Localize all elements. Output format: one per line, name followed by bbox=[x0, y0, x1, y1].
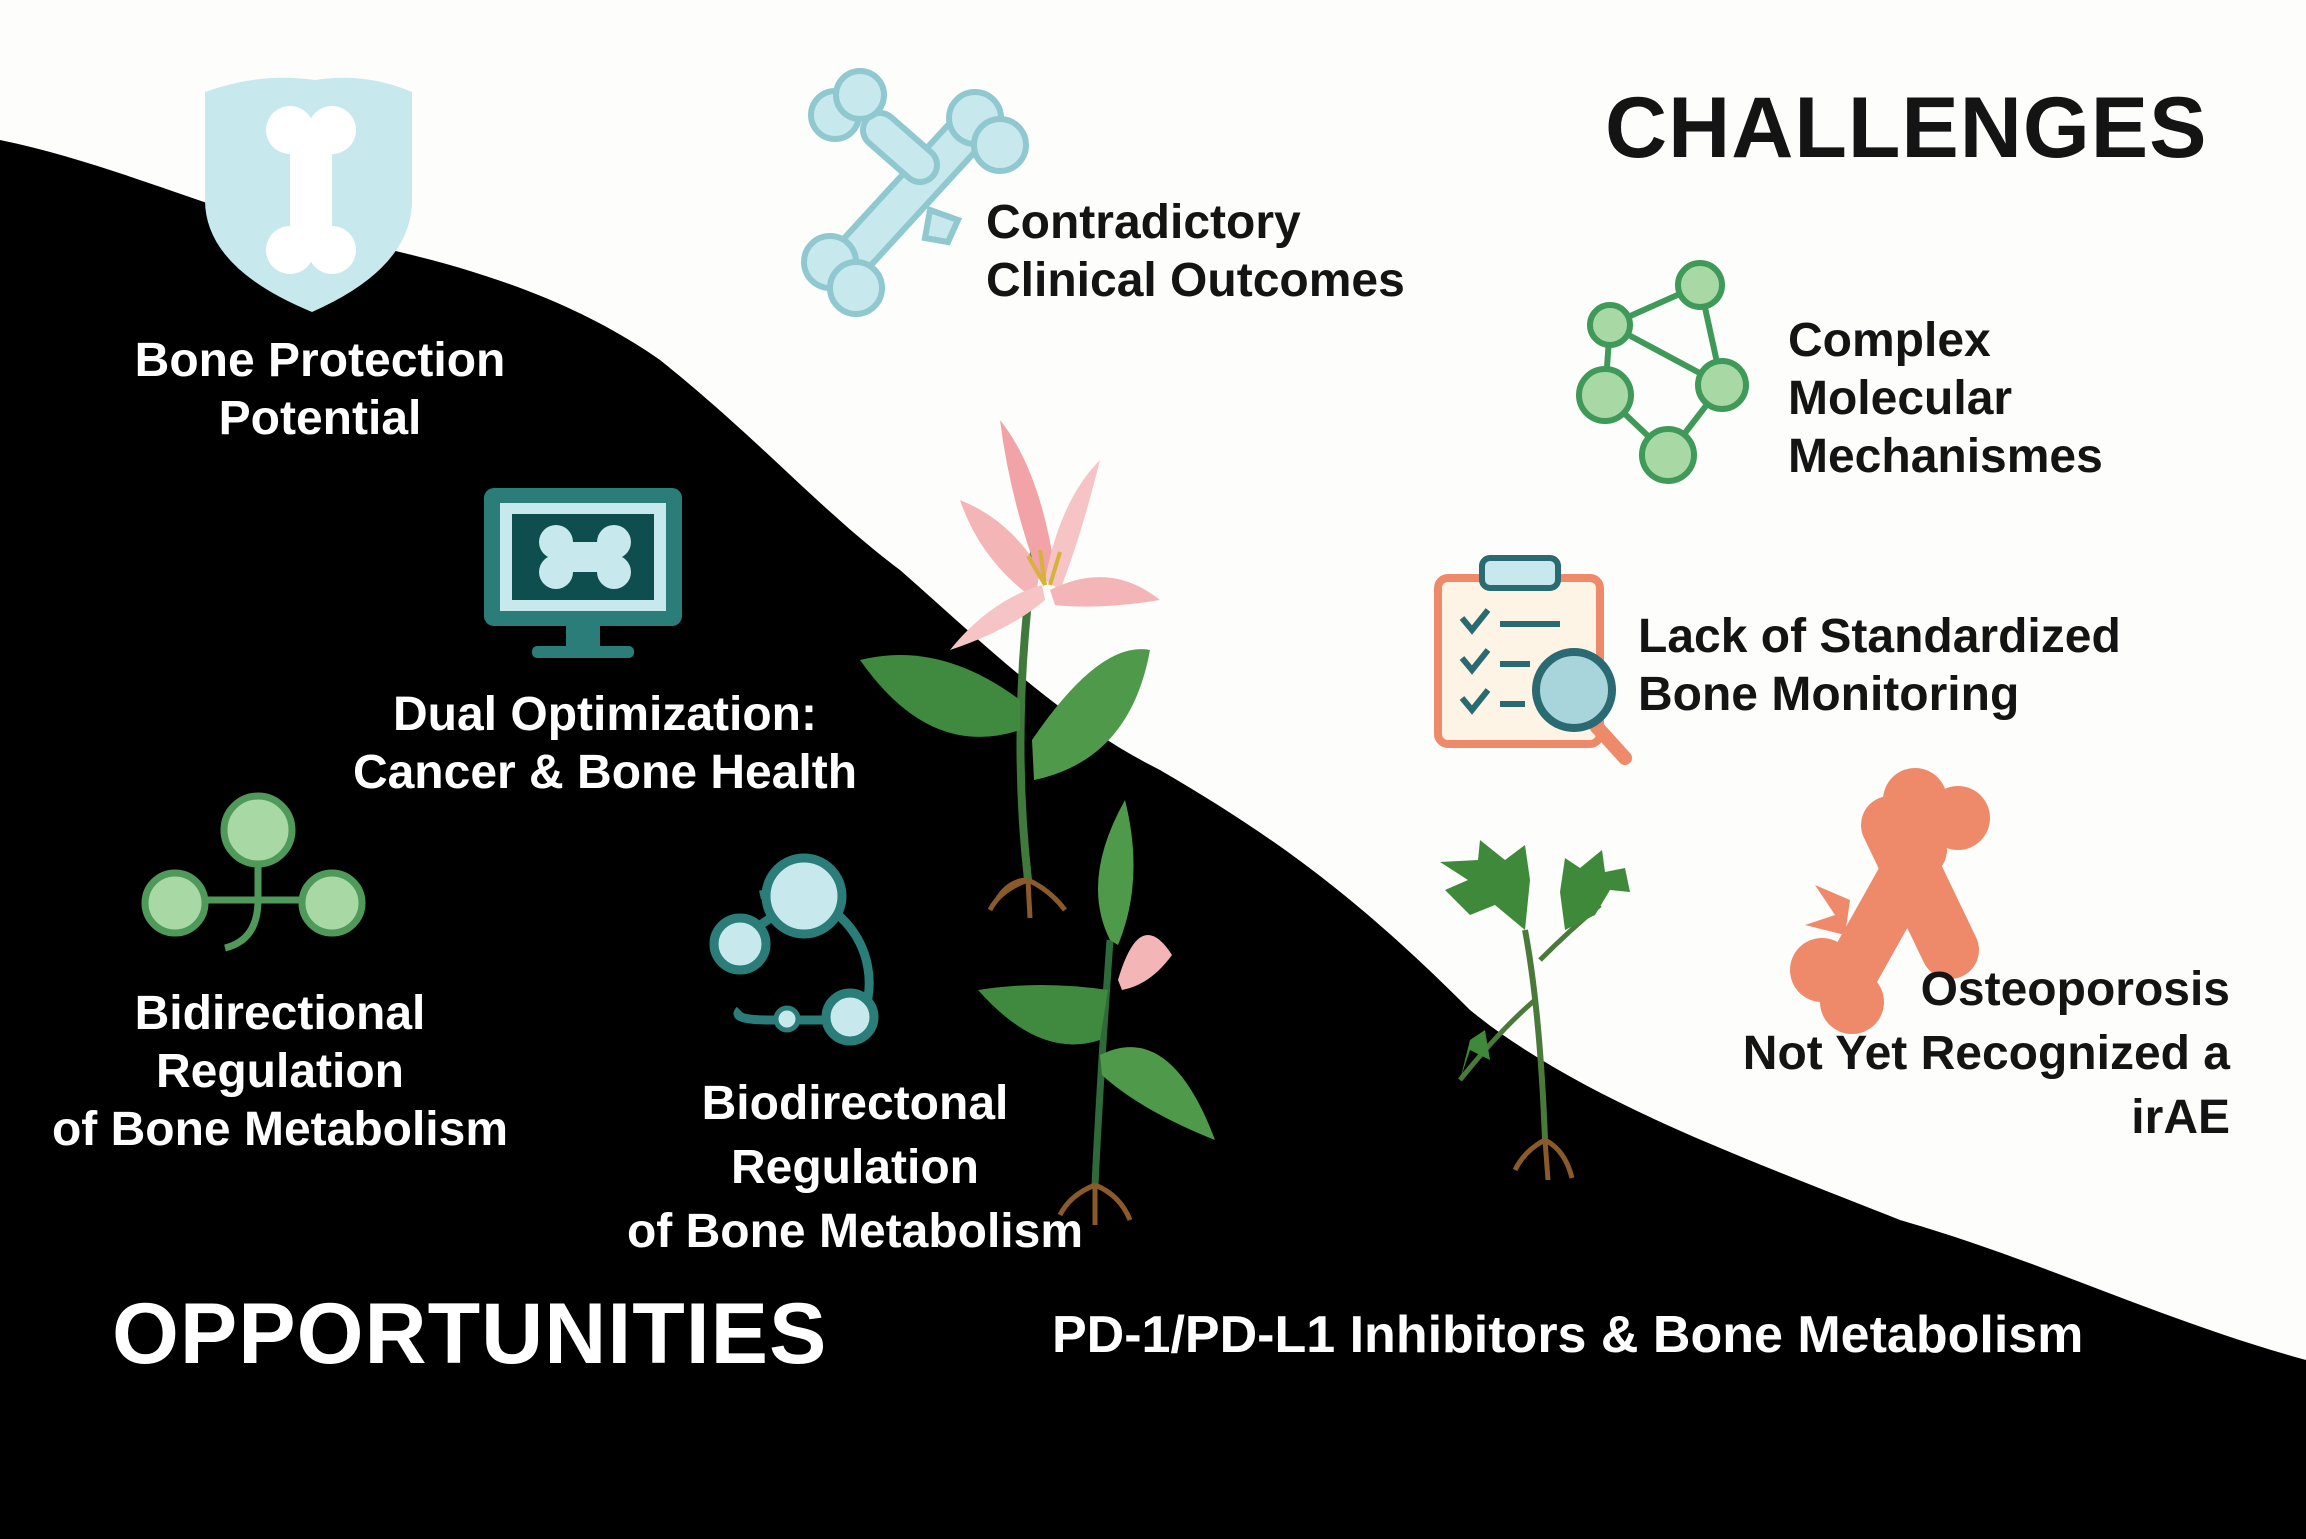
challenge-contradictory-outcomes: Contradictory Clinical Outcomes bbox=[986, 194, 1405, 310]
broken-bone-icon bbox=[801, 68, 1029, 317]
challenge-complex-mechanisms: Complex Molecular Mechanismes bbox=[1788, 312, 2103, 486]
label-line: Bone Monitoring bbox=[1638, 668, 2020, 721]
footer-title-text: PD-1/PD-L1 Inhibitors & Bone Metabolism bbox=[1052, 1306, 2084, 1364]
herb-plant-icon bbox=[1440, 840, 1630, 1181]
molecule-ring-icon bbox=[709, 853, 879, 1046]
label-line: Not Yet Recognized a bbox=[1742, 1027, 2230, 1080]
clipboard-magnifier-icon bbox=[1434, 555, 1632, 765]
label-line: of Bone Metabolism bbox=[626, 1205, 1084, 1258]
label-line: Lack of Standardized bbox=[1638, 610, 2121, 663]
challenge-osteoporosis-irae: Osteoporosis Not Yet Recognized a irAE bbox=[1660, 958, 2230, 1150]
label-line: Regulation bbox=[156, 1045, 404, 1098]
label-line: Regulation bbox=[731, 1141, 979, 1194]
bone-monitor-icon bbox=[484, 488, 682, 658]
label-line: Molecular bbox=[1788, 372, 2013, 425]
label-line: Potential bbox=[218, 392, 422, 445]
label-line: Clinical Outcomes bbox=[986, 254, 1405, 307]
label-line: Cancer & Bone Health bbox=[352, 746, 858, 799]
damaged-bone-icon bbox=[1790, 768, 1990, 1034]
lily-plant-icon bbox=[860, 420, 1160, 919]
label-line: Osteoporosis bbox=[1920, 963, 2230, 1016]
challenges-heading-text: CHALLENGES bbox=[1605, 80, 2208, 176]
label-line: irAE bbox=[2131, 1091, 2230, 1144]
opportunity-bidirectional-regulation: Bidirectional Regulation of Bone Metabol… bbox=[40, 985, 520, 1159]
challenges-heading: CHALLENGES bbox=[1605, 80, 2207, 176]
label-line: of Bone Metabolism bbox=[51, 1103, 509, 1156]
seedling-plant-icon bbox=[978, 800, 1215, 1225]
opportunity-biodirectonal-regulation: Biodirectonal Regulation of Bone Metabol… bbox=[600, 1072, 1110, 1264]
opportunity-bone-protection: Bone Protection Potential bbox=[110, 332, 530, 448]
label-line: Complex bbox=[1788, 314, 1991, 367]
bone-shield-icon bbox=[205, 77, 412, 312]
label-line: Bone Protection bbox=[134, 334, 506, 387]
challenge-bone-monitoring: Lack of Standardized Bone Monitoring bbox=[1638, 608, 2121, 724]
label-line: Contradictory bbox=[986, 196, 1301, 249]
opportunities-heading-text: OPPORTUNITIES bbox=[112, 1286, 828, 1382]
opportunities-heading: OPPORTUNITIES bbox=[112, 1286, 827, 1382]
label-line: Mechanismes bbox=[1788, 430, 2103, 483]
molecule-icon bbox=[141, 792, 366, 952]
label-line: Dual Optimization: bbox=[393, 688, 817, 741]
opportunity-dual-optimization: Dual Optimization: Cancer & Bone Health bbox=[330, 686, 880, 802]
footer-title: PD-1/PD-L1 Inhibitors & Bone Metabolism bbox=[1052, 1305, 2083, 1365]
label-line: Bidirectional bbox=[134, 987, 426, 1040]
network-icon bbox=[1576, 260, 1749, 484]
label-line: Biodirectonal bbox=[701, 1077, 1009, 1130]
